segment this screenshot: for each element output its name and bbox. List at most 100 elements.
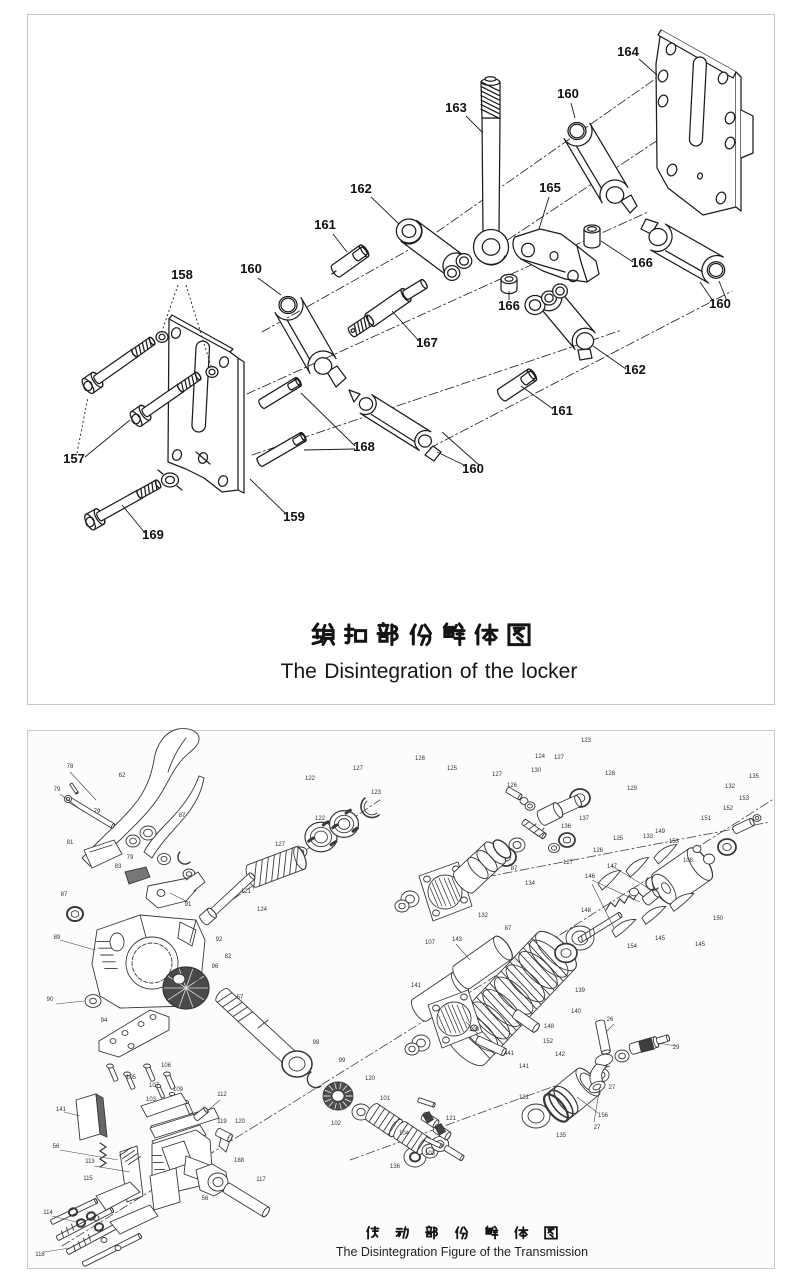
svg-text:130: 130 xyxy=(531,768,542,774)
svg-text:The Disintegration Figure of t: The Disintegration Figure of the Transmi… xyxy=(336,1245,588,1259)
svg-text:169: 169 xyxy=(142,527,164,542)
svg-text:152: 152 xyxy=(543,1039,554,1045)
svg-text:120: 120 xyxy=(365,1076,376,1082)
svg-text:105: 105 xyxy=(126,1075,137,1081)
svg-text:81: 81 xyxy=(67,840,74,846)
svg-text:132: 132 xyxy=(478,913,489,919)
svg-text:141: 141 xyxy=(411,983,422,989)
svg-text:107: 107 xyxy=(149,1083,160,1089)
svg-text:87: 87 xyxy=(61,892,68,898)
svg-text:160: 160 xyxy=(557,86,579,101)
svg-text:147: 147 xyxy=(607,864,618,870)
svg-text:56: 56 xyxy=(53,1144,60,1150)
svg-text:137: 137 xyxy=(579,816,590,822)
svg-text:159: 159 xyxy=(283,509,305,524)
svg-text:145: 145 xyxy=(655,936,666,942)
svg-text:79: 79 xyxy=(127,855,134,861)
svg-text:158: 158 xyxy=(171,267,193,282)
svg-text:114: 114 xyxy=(43,1210,53,1216)
svg-text:160: 160 xyxy=(709,296,731,311)
svg-text:126: 126 xyxy=(415,756,426,762)
svg-text:126: 126 xyxy=(507,783,518,789)
svg-text:164: 164 xyxy=(617,44,639,59)
svg-text:115: 115 xyxy=(83,1176,93,1182)
svg-text:126: 126 xyxy=(593,848,604,854)
svg-text:27: 27 xyxy=(609,1085,616,1091)
svg-text:157: 157 xyxy=(63,451,85,466)
svg-text:117: 117 xyxy=(256,1177,266,1183)
svg-text:27: 27 xyxy=(594,1125,601,1131)
svg-text:89: 89 xyxy=(54,935,61,941)
svg-text:82: 82 xyxy=(225,954,232,960)
svg-text:107: 107 xyxy=(425,940,436,946)
svg-text:165: 165 xyxy=(539,180,561,195)
svg-text:148: 148 xyxy=(544,1024,555,1030)
svg-text:121: 121 xyxy=(241,889,252,895)
svg-text:87: 87 xyxy=(505,926,512,932)
svg-text:123: 123 xyxy=(371,790,382,796)
svg-text:146: 146 xyxy=(585,874,596,880)
svg-text:113: 113 xyxy=(85,1159,95,1165)
svg-text:136: 136 xyxy=(390,1164,401,1170)
svg-text:79: 79 xyxy=(54,787,61,793)
svg-text:127: 127 xyxy=(554,755,565,761)
svg-text:102: 102 xyxy=(331,1121,342,1127)
svg-text:87: 87 xyxy=(179,813,186,819)
svg-text:127: 127 xyxy=(275,842,286,848)
svg-text:90: 90 xyxy=(47,997,54,1003)
svg-text:161: 161 xyxy=(314,217,336,232)
svg-text:56: 56 xyxy=(202,1196,209,1202)
svg-text:128: 128 xyxy=(605,771,616,777)
svg-text:91: 91 xyxy=(185,902,192,908)
svg-text:162: 162 xyxy=(624,362,646,377)
svg-text:120: 120 xyxy=(235,1119,246,1125)
svg-text:106: 106 xyxy=(161,1063,172,1069)
svg-text:96: 96 xyxy=(212,964,219,970)
svg-text:123: 123 xyxy=(581,738,592,744)
svg-text:26: 26 xyxy=(607,1017,614,1023)
svg-text:151: 151 xyxy=(701,816,712,822)
svg-text:98: 98 xyxy=(313,1040,320,1046)
svg-text:125: 125 xyxy=(447,766,458,772)
svg-text:109: 109 xyxy=(173,1087,184,1093)
svg-text:153: 153 xyxy=(739,796,750,802)
svg-text:168: 168 xyxy=(353,439,375,454)
svg-text:139: 139 xyxy=(575,988,586,994)
svg-text:127: 127 xyxy=(492,772,503,778)
svg-text:78: 78 xyxy=(67,764,74,770)
svg-text:101: 101 xyxy=(380,1096,391,1102)
svg-text:136: 136 xyxy=(561,824,572,830)
svg-text:127: 127 xyxy=(353,766,364,772)
svg-text:62: 62 xyxy=(119,773,126,779)
svg-text:131: 131 xyxy=(519,1095,530,1101)
svg-text:156: 156 xyxy=(598,1113,609,1119)
svg-text:29: 29 xyxy=(673,1045,680,1051)
svg-text:149: 149 xyxy=(655,829,666,835)
svg-text:119: 119 xyxy=(217,1119,227,1125)
svg-text:129: 129 xyxy=(627,786,638,792)
svg-text:104: 104 xyxy=(399,1131,410,1137)
svg-text:94: 94 xyxy=(101,1018,108,1024)
svg-text:135: 135 xyxy=(556,1133,567,1139)
svg-text:92: 92 xyxy=(216,937,223,943)
svg-text:122: 122 xyxy=(315,816,326,822)
svg-text:95: 95 xyxy=(195,978,202,984)
svg-text:125: 125 xyxy=(613,836,624,842)
svg-text:142: 142 xyxy=(555,1052,566,1058)
svg-text:132: 132 xyxy=(725,784,736,790)
svg-text:141: 141 xyxy=(519,1064,530,1070)
svg-text:118: 118 xyxy=(35,1252,45,1258)
svg-text:162: 162 xyxy=(350,181,372,196)
svg-text:124: 124 xyxy=(535,754,546,760)
svg-text:441: 441 xyxy=(504,1051,515,1057)
svg-text:143: 143 xyxy=(452,937,463,943)
svg-text:103: 103 xyxy=(146,1097,157,1103)
svg-text:79: 79 xyxy=(94,809,101,815)
svg-text:121: 121 xyxy=(446,1116,457,1122)
svg-text:108: 108 xyxy=(683,858,694,864)
svg-text:152: 152 xyxy=(723,806,734,812)
svg-text:161: 161 xyxy=(551,403,573,418)
svg-text:83: 83 xyxy=(115,864,122,870)
svg-text:167: 167 xyxy=(416,335,438,350)
svg-text:163: 163 xyxy=(445,100,467,115)
